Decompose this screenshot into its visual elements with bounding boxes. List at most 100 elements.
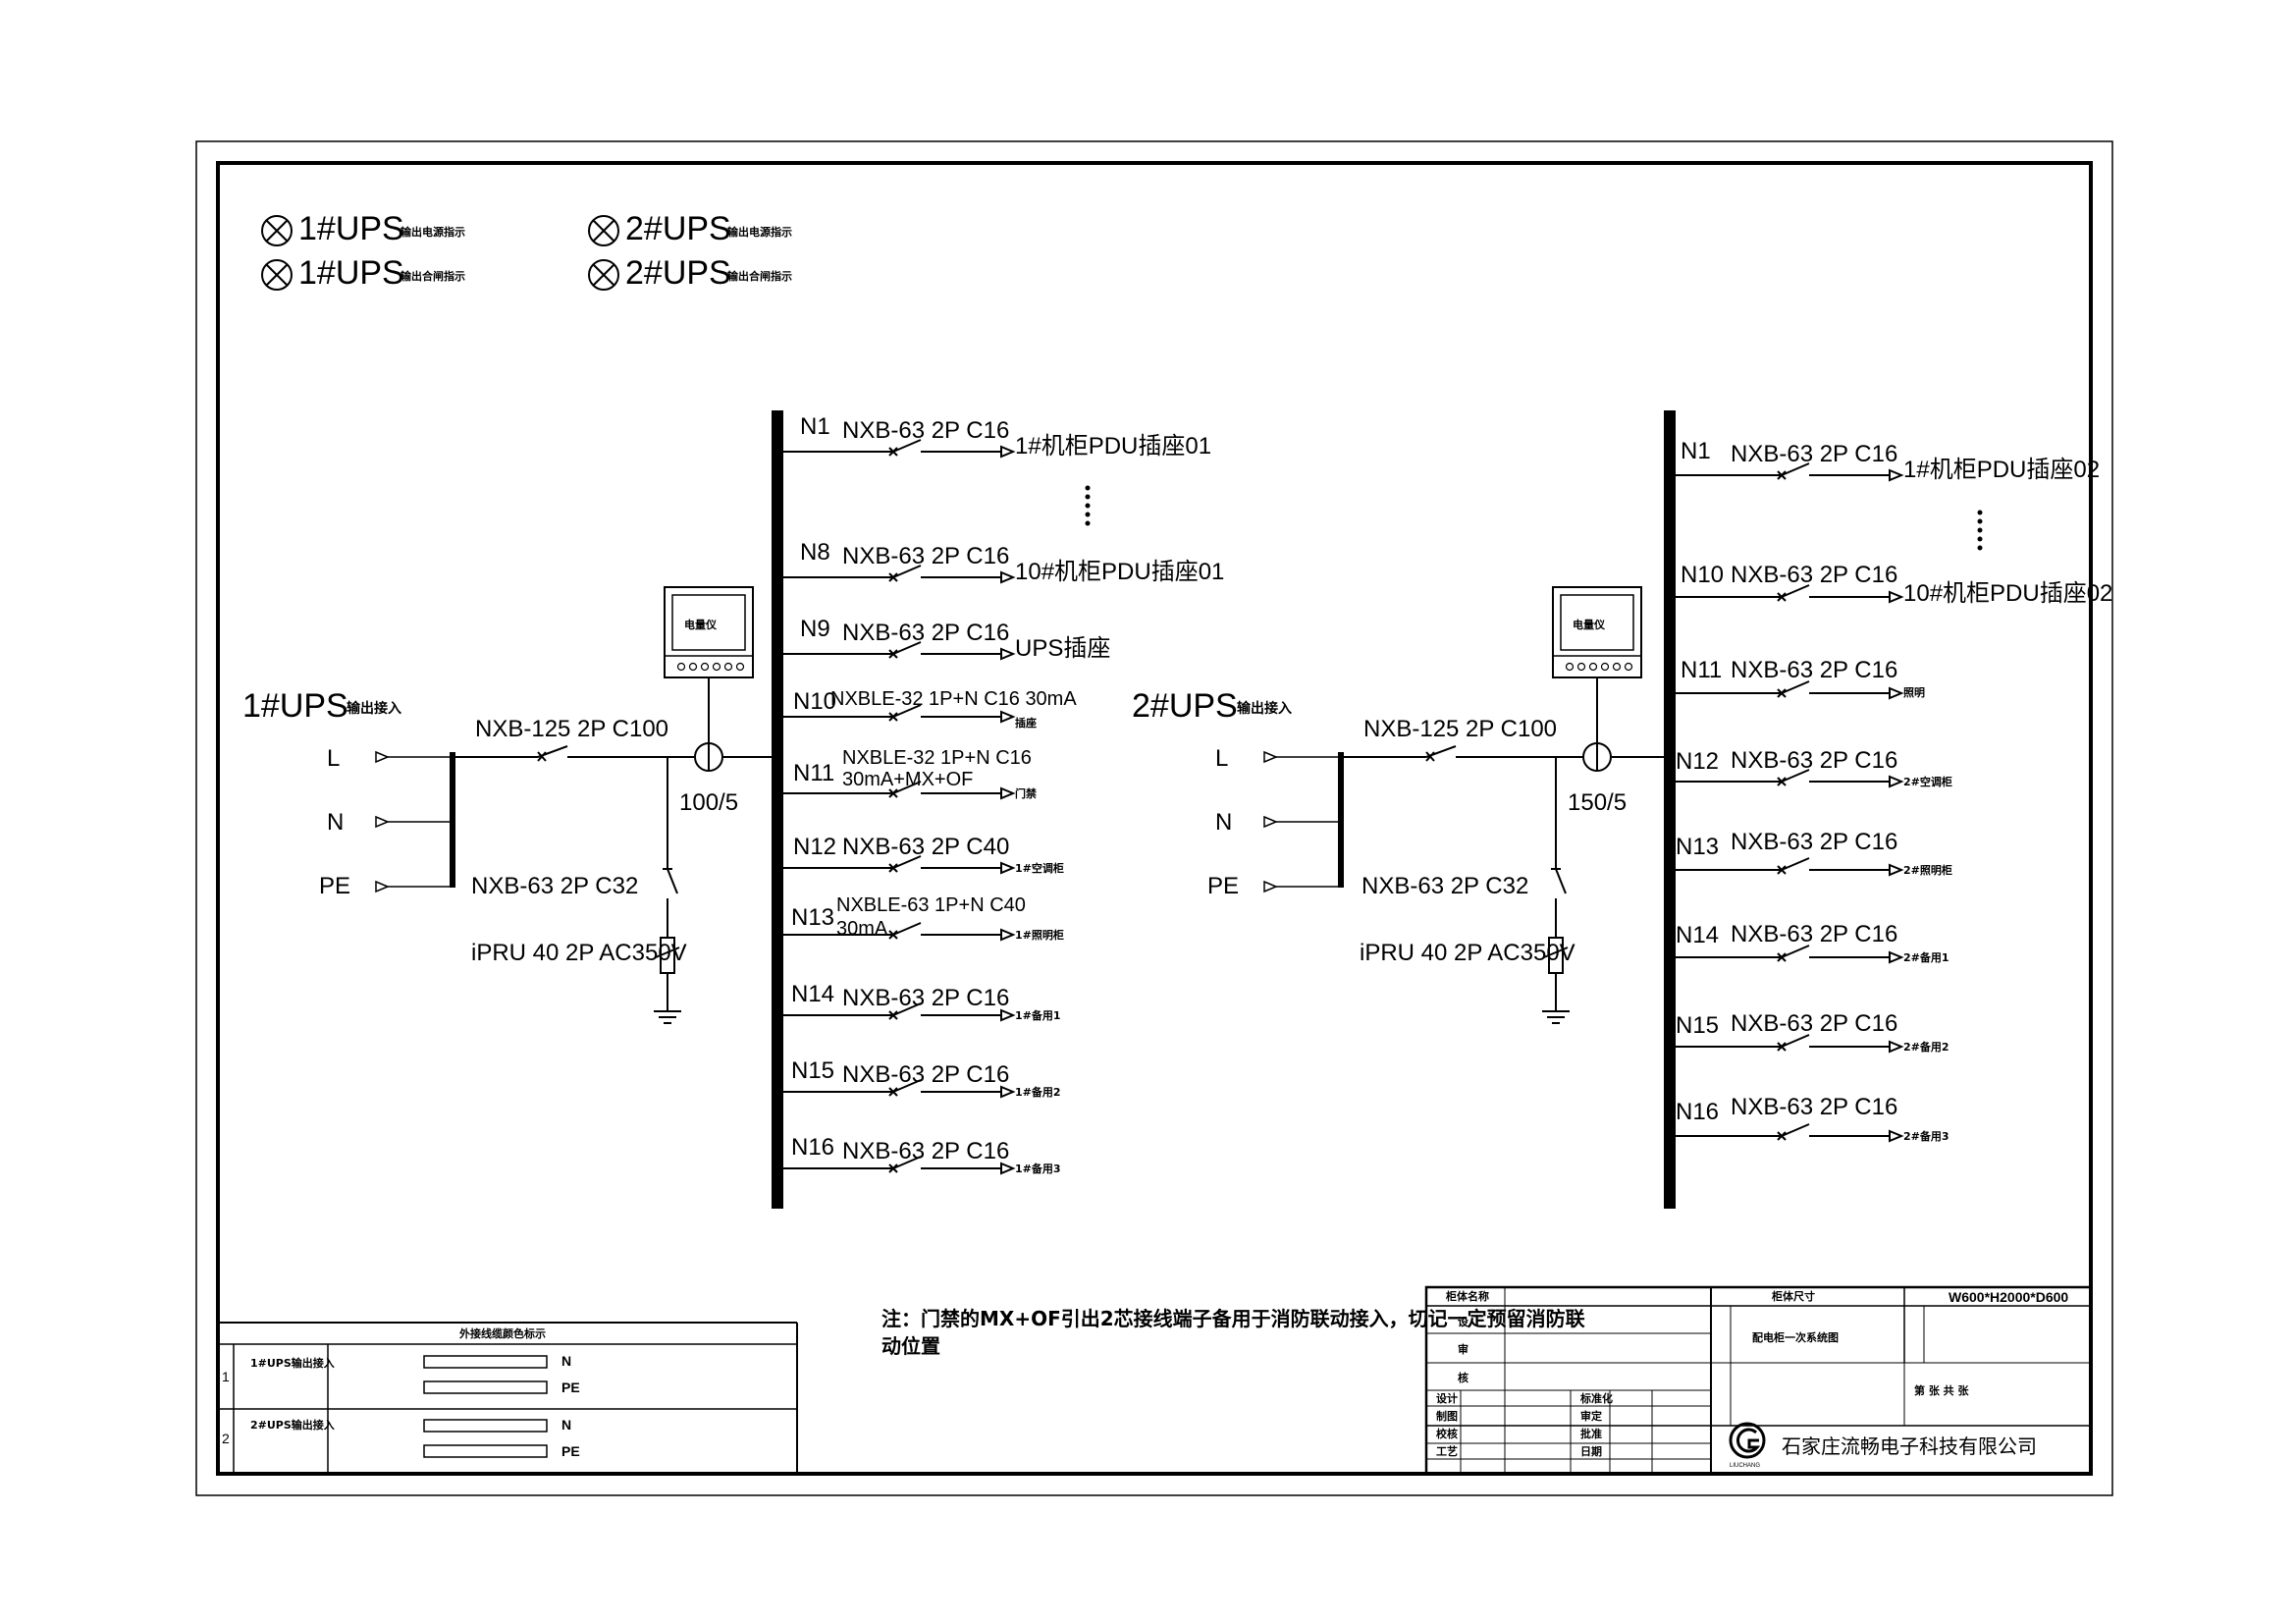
branch-row: N10 NXB-63 2P C16 10#机柜PDU插座02	[1676, 562, 2112, 607]
branch-id: N10	[1681, 562, 1724, 588]
indicator-label: 1#UPS	[298, 254, 404, 292]
branch-row: N8 NXB-63 2P C16 10#机柜PDU插座01	[783, 539, 1224, 585]
branch-row: N11 NXBLE-32 1P+N C16 30mA+MX+OF 门禁	[783, 747, 1037, 800]
row-number: 1	[222, 1369, 230, 1384]
indicator-suffix: 输出电源指示	[400, 225, 465, 239]
note-line-1: 注：门禁的MX+OF引出2芯接线端子备用于消防联动接入，切记一定预留消防联	[881, 1307, 1585, 1330]
wire-label-n: N	[561, 1353, 571, 1369]
spd-breaker-label: NXB-63 2P C32	[1362, 873, 1528, 899]
lamp-icon	[261, 215, 293, 246]
wire-label-pe: PE	[561, 1443, 580, 1459]
branch-row: N12 NXB-63 2P C16 2#空调柜	[1676, 747, 1952, 788]
branch-spec-extra: 30mA	[836, 918, 888, 940]
branch-id: N11	[793, 760, 834, 786]
spd-label: iPRU 40 2P AC350V	[1360, 940, 1575, 966]
branch-id: N13	[791, 904, 834, 931]
terminal-arrows	[1263, 750, 1340, 893]
main-breaker-label: NXB-125 2P C100	[1363, 716, 1557, 742]
branch-row: N1 NXB-63 2P C16 1#机柜PDU插座02	[1676, 438, 2100, 483]
branch-spec: NXB-63 2P C16	[842, 985, 1009, 1011]
title-row-label: 核	[1458, 1371, 1468, 1384]
branch-target: 插座	[1015, 716, 1037, 730]
branch-target: 照明	[1903, 686, 1925, 699]
branch-target: 1#备用2	[1015, 1085, 1061, 1099]
spd-branch	[1542, 757, 1570, 1024]
sig-label: 工艺	[1436, 1444, 1458, 1458]
branch-spec-extra: 30mA+MX+OF	[842, 769, 973, 790]
branch-row: N14 NXB-63 2P C16 2#备用1	[1676, 921, 1949, 964]
row-number: 2	[222, 1431, 230, 1446]
branch-row: N1 NXB-63 2P C16 1#机柜PDU插座01	[783, 413, 1211, 460]
branch-row: N16 NXB-63 2P C16 1#备用3	[783, 1134, 1061, 1175]
sig-label: 制图	[1436, 1409, 1458, 1423]
input-bar	[1338, 752, 1344, 888]
indicator-2-close: 2#UPS 输出合闸指示	[588, 254, 792, 292]
phase-label-n: N	[1215, 809, 1232, 836]
main-breaker-label: NXB-125 2P C100	[475, 716, 668, 742]
branch-target: 门禁	[1015, 786, 1037, 800]
main-feeder	[1344, 745, 1669, 762]
branch-spec: NXB-63 2P C16	[842, 417, 1009, 444]
branch-id: N12	[1676, 748, 1719, 775]
sig-label-right: 标准化	[1579, 1391, 1613, 1405]
company-logo-icon: LIUCHANG	[1729, 1422, 1766, 1469]
terminal-arrows	[375, 750, 452, 893]
sig-label-right: 日期	[1580, 1444, 1602, 1458]
branch-target: 10#机柜PDU插座02	[1903, 580, 2112, 607]
branch-spec: NXB-63 2P C16	[1731, 747, 1897, 774]
branch-id: N1	[800, 413, 830, 440]
wire-table	[218, 1322, 798, 1474]
indicator-label: 2#UPS	[625, 254, 731, 292]
note-line-2: 动位置	[881, 1334, 940, 1358]
branch-target: 1#照明柜	[1015, 928, 1064, 942]
branch-id: N16	[791, 1134, 834, 1161]
ellipsis-dots	[1085, 485, 1091, 526]
row-name: 2#UPS输出接入	[250, 1418, 335, 1432]
branch-target: 1#备用3	[1015, 1162, 1061, 1175]
branch-id: N9	[800, 616, 830, 642]
input-bar	[450, 752, 455, 888]
branch-row: N15 NXB-63 2P C16 1#备用2	[783, 1057, 1061, 1099]
inner-frame	[216, 161, 2093, 1476]
branch-id: N13	[1676, 834, 1719, 860]
branch-spec: NXB-63 2P C16	[1731, 1010, 1897, 1037]
lamp-icon	[588, 259, 619, 291]
cabinet-title: 2#UPS	[1132, 687, 1238, 725]
outer-frame	[195, 140, 2113, 1496]
branch-id: N15	[1676, 1012, 1719, 1039]
branch-spec: NXBLE-63 1P+N C40	[836, 894, 1026, 916]
branch-id: N1	[1681, 438, 1711, 464]
note-block: 注：门禁的MX+OF引出2芯接线端子备用于消防联动接入，切记一定预留消防联 动位…	[881, 1307, 1585, 1358]
branch-target: 1#机柜PDU插座02	[1903, 457, 2100, 483]
branch-id: N8	[800, 539, 830, 566]
logo-caption: LIUCHANG	[1730, 1463, 1760, 1469]
busbar	[772, 410, 783, 1209]
sig-label: 设计	[1436, 1391, 1458, 1405]
branch-target: 2#备用2	[1903, 1040, 1949, 1054]
title-block-name-label: 柜体名称	[1445, 1289, 1489, 1303]
lamp-icon	[588, 215, 619, 246]
sheet-count: 第 张 共 张	[1914, 1383, 1969, 1397]
indicator-legend: 1#UPS 输出电源指示 1#UPS 输出合闸指示 2#UPS 输出电源指示	[261, 210, 792, 292]
branch-spec: NXB-63 2P C16	[1731, 921, 1897, 947]
branch-target: 2#照明柜	[1903, 863, 1952, 877]
title-row-label: 设	[1458, 1315, 1469, 1328]
branch-id: N16	[1676, 1099, 1719, 1125]
branch-target: 1#备用1	[1015, 1008, 1061, 1022]
branch-id: N12	[793, 834, 836, 860]
ct-ratio: 150/5	[1568, 789, 1627, 816]
phase-label-l: L	[327, 745, 340, 772]
cabinet-1: 1#UPS 输出接入 L N PE NXB-125 2P C100 100/5	[242, 410, 1224, 1209]
branch-target: 1#机柜PDU插座01	[1015, 433, 1211, 460]
branch-id: N15	[791, 1057, 834, 1084]
lamp-icon	[261, 259, 293, 291]
branch-target: UPS插座	[1015, 635, 1110, 662]
cabinet-title: 1#UPS	[242, 687, 348, 725]
indicator-label: 2#UPS	[625, 210, 731, 247]
indicator-1-power: 1#UPS 输出电源指示	[261, 210, 465, 247]
branch-spec: NXB-63 2P C16	[1731, 441, 1897, 467]
wire-label-n: N	[561, 1417, 571, 1433]
branch-spec: NXB-63 2P C16	[842, 1138, 1009, 1164]
spd-breaker-label: NXB-63 2P C32	[471, 873, 638, 899]
cabinet-title-suffix: 输出接入	[1237, 700, 1292, 717]
